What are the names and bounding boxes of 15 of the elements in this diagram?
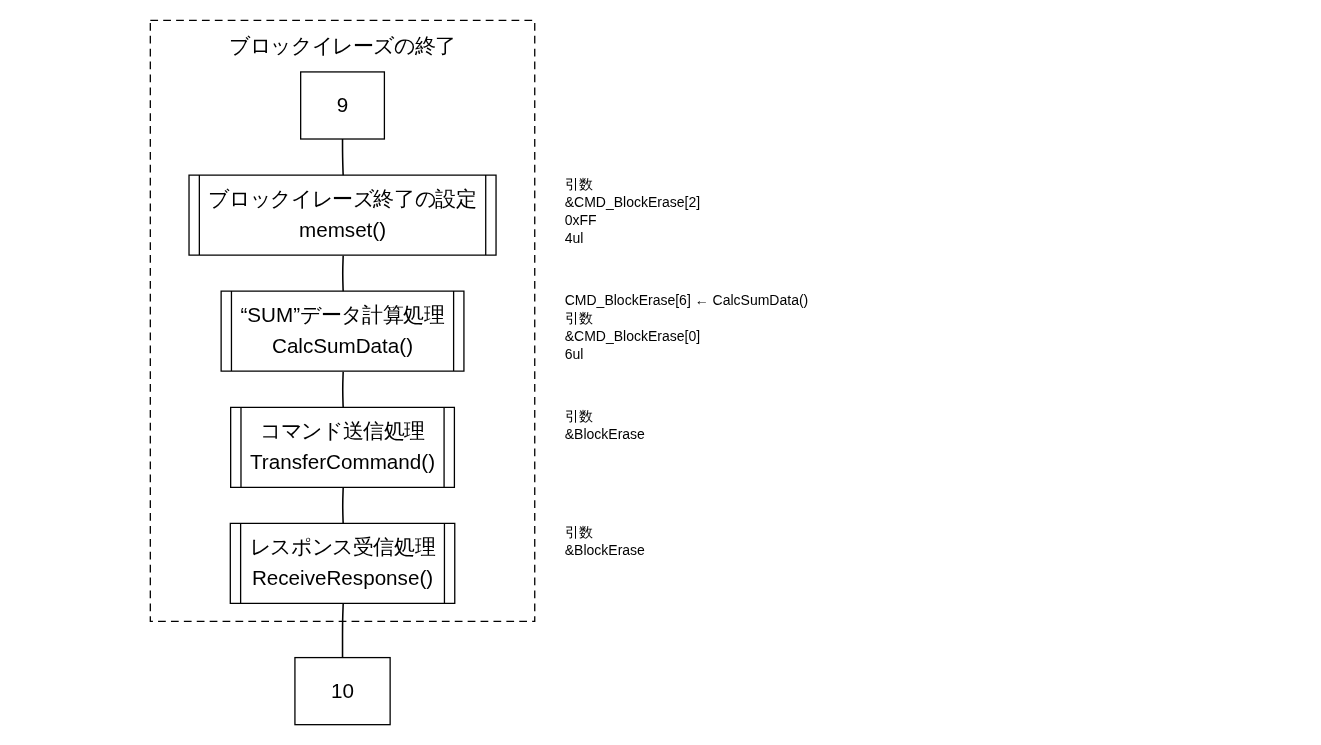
argument-note: &CMD_BlockErase[0] bbox=[564, 327, 702, 346]
argument-note: CMD_BlockErase[6] ← CalcSumData() bbox=[564, 291, 809, 310]
argument-note: &BlockErase bbox=[564, 541, 645, 560]
argument-note: &BlockErase bbox=[564, 425, 645, 444]
node-box: 9 bbox=[300, 71, 386, 140]
argument-note: 6ul bbox=[564, 345, 585, 364]
argument-note: 引数 bbox=[564, 523, 594, 542]
argument-note: 4ul bbox=[564, 229, 585, 248]
node-box: 10 bbox=[294, 656, 391, 726]
argument-note: 引数 bbox=[564, 407, 594, 426]
connector bbox=[341, 603, 344, 659]
argument-note: 引数 bbox=[564, 309, 594, 328]
argument-note: 0xFF bbox=[564, 211, 598, 230]
argument-note: 引数 bbox=[564, 175, 594, 194]
argument-note: &CMD_BlockErase[2] bbox=[564, 193, 701, 212]
